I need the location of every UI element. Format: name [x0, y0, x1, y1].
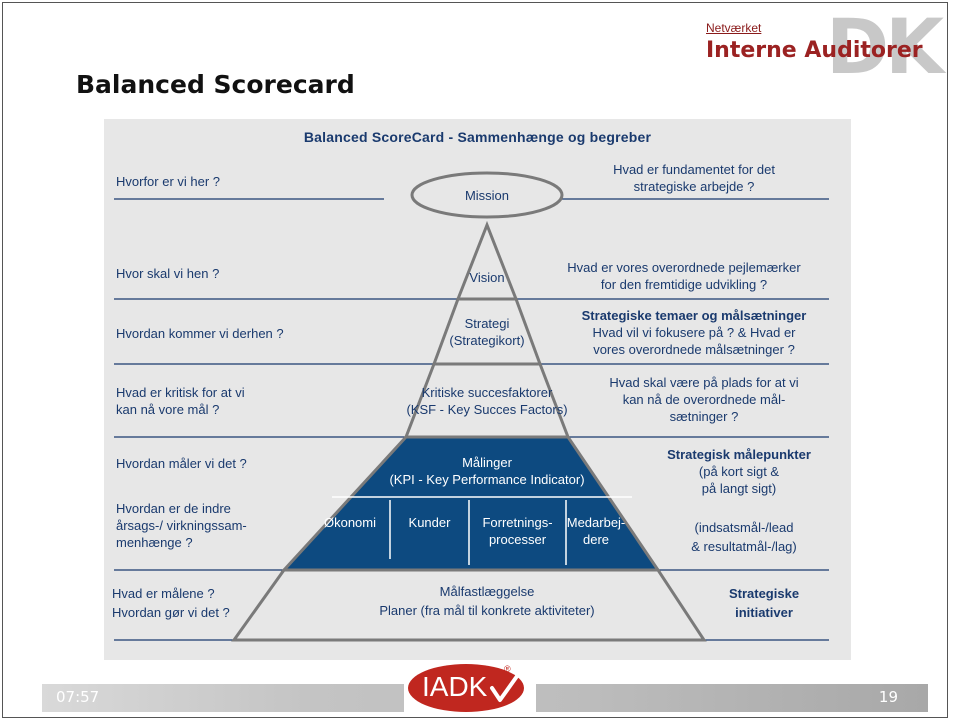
pyramid-graphic [114, 171, 829, 642]
level-vision: Vision [469, 270, 505, 285]
question-strategy: Hvordan kommer vi derhen ? [116, 326, 284, 341]
level-ksf: Kritiske succesfaktorer(KSF - Key Succes… [406, 385, 568, 417]
level-kpi: Målinger(KPI - Key Performance Indicator… [389, 455, 585, 487]
vision-layer [455, 220, 519, 301]
mission-ellipse [410, 171, 564, 219]
perspective-employees: Medarbej-dere [566, 515, 626, 547]
netvaerket-logo: DK Netværket Interne Auditorer [706, 2, 946, 91]
iadk-logo-text: IADK [422, 671, 488, 702]
answer-kpi: Strategisk målepunkter(på kort sigt &på … [667, 447, 811, 496]
registered-icon: ® [504, 664, 511, 674]
iadk-logo-oval [408, 664, 524, 712]
logo-dk-mark: DK [826, 2, 944, 91]
question-measure: Hvordan måler vi det ? [116, 456, 247, 471]
iadk-logo: IADK ® [404, 662, 536, 714]
perspective-customers: Kunder [408, 515, 451, 530]
question-mission: Hvorfor er vi her ? [116, 174, 221, 189]
planning-layer [231, 568, 707, 642]
level-mission: Mission [464, 188, 510, 203]
answer-strategy-heading: Strategiske temaer og målsætninger [581, 308, 807, 323]
question-goals: Hvad er målene ?Hvordan gør vi det ? [112, 586, 230, 620]
diagram-title: Balanced ScoreCard - Sammenhænge og begr… [303, 129, 652, 145]
footer-page-number: 19 [878, 688, 898, 706]
logo-line-2: Interne Auditorer [706, 38, 923, 63]
level-strategy: Strategi(Strategikort) [449, 316, 525, 348]
answer-lead-lag: (indsatsmål-/lead& resultatmål-/lag) [691, 520, 797, 554]
checkmark-icon [490, 670, 522, 702]
balanced-scorecard-diagram: Balanced ScoreCard - Sammenhænge og begr… [104, 119, 851, 660]
footer-time: 07:57 [56, 688, 100, 706]
perspective-economy: Økonomi [323, 515, 377, 530]
answer-kpi-heading: Strategisk målepunkter [667, 447, 811, 462]
question-vision: Hvor skal vi hen ? [116, 266, 220, 281]
logo-line-1: Netværket [706, 21, 762, 35]
perspective-processes: Forretnings-processer [482, 515, 553, 547]
slide-title: Balanced Scorecard [76, 70, 355, 99]
